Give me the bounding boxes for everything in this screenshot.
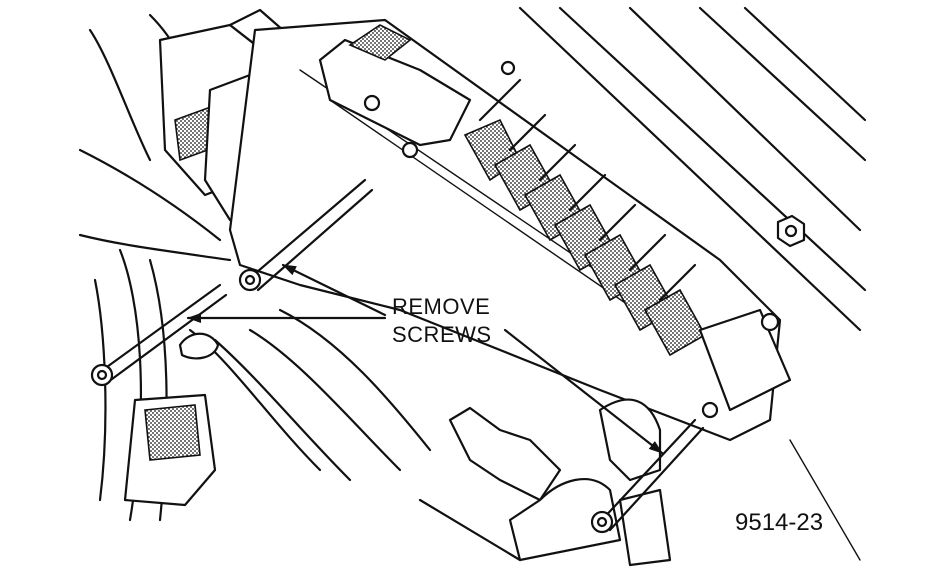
callout-line-2: SCREWS <box>392 322 492 347</box>
remove-screws-label: REMOVE SCREWS <box>392 294 492 347</box>
callout-leaders <box>186 263 664 455</box>
figure-number: 9514-23 <box>735 509 823 536</box>
callout-line-1: REMOVE <box>392 294 490 319</box>
control-module-housing <box>228 18 806 442</box>
screw-upper <box>238 178 374 292</box>
lower-right-bracket <box>418 398 672 567</box>
heat-sink-fins <box>463 78 707 357</box>
hex-bolt-icon <box>776 214 806 248</box>
body-panel-lines <box>518 6 867 561</box>
screw-left <box>90 283 228 387</box>
screw-lower-right <box>590 418 705 534</box>
